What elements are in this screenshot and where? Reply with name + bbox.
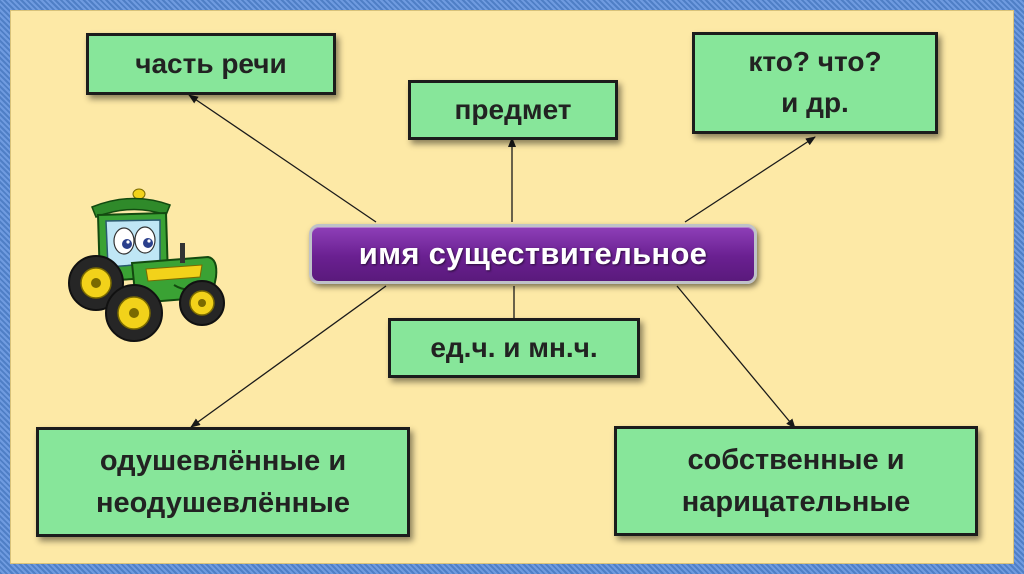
node-number-label: ед.ч. и мн.ч. (430, 331, 598, 363)
node-animate-line2: неодушевлённые (95, 487, 351, 519)
node-questions-line1: кто? что? (748, 46, 882, 78)
node-object-label: предмет (454, 93, 572, 125)
node-animate: одушевлённые и неодушевлённые (36, 427, 410, 537)
center-node-label: имя существительное (358, 236, 708, 271)
node-proper-line2: нарицательные (681, 486, 911, 518)
node-part-of-speech-label: часть речи (135, 47, 287, 79)
node-proper-line1: собственные и (687, 443, 905, 476)
node-animate-line1: одушевлённые и (99, 444, 347, 477)
tractor-icon (68, 188, 225, 342)
node-part-of-speech: часть речи (86, 33, 336, 95)
node-object: предмет (408, 80, 618, 140)
node-proper: собственные и нарицательные (614, 426, 978, 536)
node-number: ед.ч. и мн.ч. (388, 318, 640, 378)
center-node: имя существительное (309, 224, 757, 284)
node-questions: кто? что? и др. (692, 32, 938, 134)
node-questions-line2: и др. (781, 87, 849, 118)
